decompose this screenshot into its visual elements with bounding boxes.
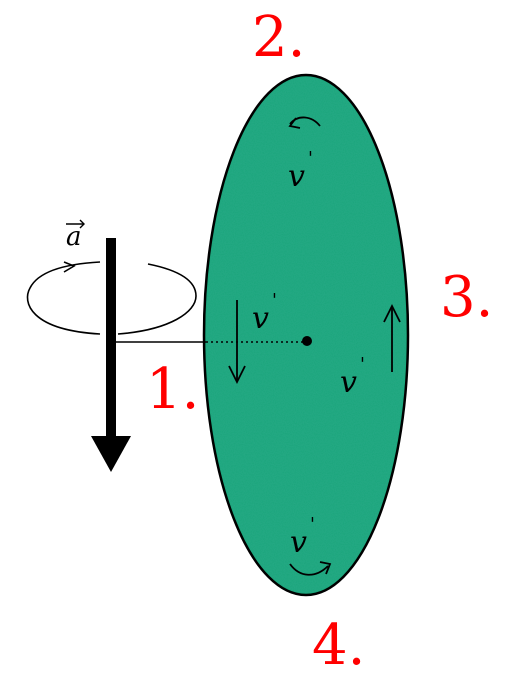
omega-vector-head [79,219,85,229]
curved-arrow-bottom-head [319,561,332,575]
curved-arrow-bottom-icon [289,563,329,576]
rotation-circle-right [117,263,197,335]
velocity-prime-left: ' [272,290,277,311]
rotation-circle-front [26,261,101,335]
velocity-symbol-bottom: v [290,525,307,560]
rotation-axis [91,238,131,472]
arrow-right-head-icon [383,303,401,323]
label-point-1: 1. [146,357,199,422]
omega-symbol: a [66,222,82,252]
disc [202,73,410,597]
velocity-symbol-right: v [340,365,357,400]
label-point-2: 2. [252,5,305,70]
curved-arrow-top-head [288,117,301,129]
velocity-prime-top: ' [308,148,313,169]
velocity-right: v ' [340,303,401,400]
velocity-top: v ' [288,116,321,194]
axis-shaft [106,238,116,438]
velocity-left: v ' [228,290,277,385]
disc-center-point [302,336,312,346]
rotation-circle [26,261,197,335]
label-point-3: 3. [440,265,493,330]
velocity-prime-bottom: ' [310,514,315,535]
rotation-arrow-icon [63,261,76,273]
arrow-left-head-icon [228,365,246,385]
velocity-symbol-top: v [288,159,305,194]
label-point-4: 4. [312,613,365,678]
velocity-bottom: v ' [289,514,332,576]
velocity-prime-right: ' [360,354,365,375]
axis-arrowhead [91,436,131,472]
disc-texture [206,77,406,593]
omega-label: a [66,219,85,252]
velocity-symbol-left: v [252,301,269,336]
